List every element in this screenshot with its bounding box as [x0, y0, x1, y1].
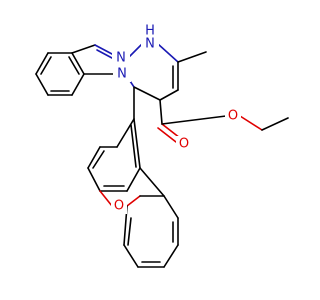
label-bg-n-top	[112, 50, 130, 66]
bond-df-3	[87, 146, 101, 169]
bond-df-4	[87, 167, 101, 192]
bond-df2-5	[123, 244, 139, 268]
label-bg-nh	[141, 22, 159, 54]
atom-label-nh-h: H	[145, 24, 155, 39]
bond-methyl	[177, 51, 207, 63]
bonds-group	[35, 43, 289, 268]
bond-df-d1	[92, 150, 105, 169]
bond-df-7	[133, 118, 141, 169]
atom-label-nh-n: N	[145, 37, 155, 52]
bond-co-2	[157, 127, 177, 143]
bond-ester-1	[159, 99, 163, 125]
bond-fu-1	[99, 190, 113, 207]
bond-bz-1	[35, 52, 49, 75]
label-bg-o-ester	[225, 108, 241, 124]
atom-label-n-ring: N	[117, 67, 127, 82]
bond-df-d3	[130, 124, 137, 168]
atom-label-o-ester: O	[228, 109, 238, 124]
bond-py-1	[157, 43, 179, 63]
bond-py-5	[133, 86, 161, 101]
molecule-canvas: N H N N O O O	[35, 22, 289, 268]
atom-label-n-top: N	[116, 51, 126, 66]
bond-ethyl	[261, 117, 289, 131]
bond-oet-1	[239, 115, 263, 131]
bond-im-1	[71, 44, 96, 54]
atom-label-o-furan: O	[114, 199, 124, 214]
structure-diagram: N H N N O O O	[35, 22, 289, 268]
bond-ester-2	[161, 115, 227, 125]
bond-bz-d1	[40, 56, 52, 75]
bond-df2-1	[163, 195, 179, 219]
bond-co-1	[161, 123, 181, 139]
label-bg-n-ring	[113, 66, 131, 82]
bond-df2-d3	[127, 217, 132, 246]
bond-bz-6	[35, 73, 49, 96]
bond-df2-3	[163, 244, 179, 268]
bond-bz-d2	[68, 56, 80, 75]
bond-py-4	[159, 89, 179, 101]
bond-im-2d	[96, 49, 113, 59]
bond-im-2	[94, 44, 113, 55]
bond-bz-4	[71, 73, 85, 96]
bond-df-6	[126, 167, 141, 192]
bond-fu-2	[126, 195, 141, 207]
atom-label-o-carbonyl: O	[179, 137, 189, 152]
bond-df-1	[116, 118, 135, 148]
bond-bz-3	[71, 52, 85, 75]
bond-im-3	[127, 43, 143, 59]
label-bg-o-furan	[111, 198, 127, 214]
label-bg-o-carbonyl	[176, 136, 192, 152]
bond-fu-4	[139, 167, 165, 197]
